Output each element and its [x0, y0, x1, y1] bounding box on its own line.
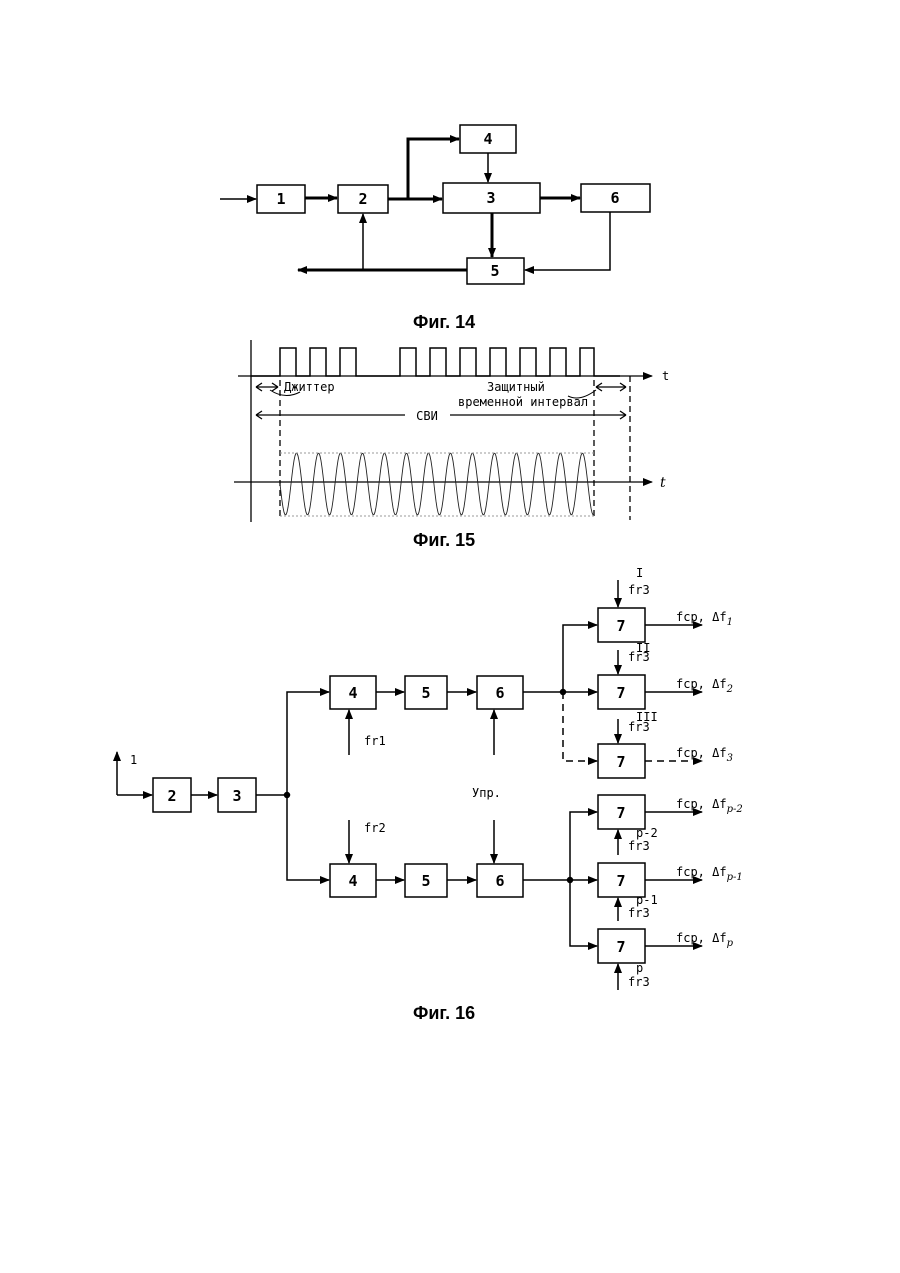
fig16-fr3-5: fr3 [628, 906, 650, 920]
fig16-label-3: 3 [232, 787, 241, 805]
fig16-fr3-6: fr3 [628, 975, 650, 989]
fig16-label-7-4: 7 [616, 804, 625, 822]
fig14-label-3: 3 [486, 189, 495, 207]
fig16-fr2-label: fr2 [364, 821, 386, 835]
fig16-label-6-top: 6 [495, 684, 504, 702]
fig16-label-4-top: 4 [348, 684, 357, 702]
fig16-branch-top [287, 692, 329, 795]
fig14-caption: Фиг. 14 [413, 312, 475, 333]
fig14-arrow-2-4 [408, 139, 459, 199]
fig16-fr3-3-mark: III [636, 710, 658, 724]
fig16-fr1-label: fr1 [364, 734, 386, 748]
fig16-label-5-top: 5 [421, 684, 430, 702]
fig15-axis-t-top-label: t [662, 369, 669, 383]
fig15-guard-label-line1: Защитный [487, 380, 545, 394]
fig16-branch-bottom [287, 795, 329, 880]
fig15-svi-arrow-right [450, 411, 626, 419]
fig14-arrow-6-5 [525, 212, 610, 270]
fig16-label-6-bottom: 6 [495, 872, 504, 890]
fig16-fr3-4: fr3 [628, 839, 650, 853]
fig16-fr3-2-mark: II [636, 641, 650, 655]
fig15-guard-arrow [596, 383, 626, 391]
fig15-jitter-arrow [256, 383, 278, 391]
fig15-pulse-train [251, 348, 620, 376]
fig16-fr3-1: fr3 [628, 583, 650, 597]
fig15-guard-label-line2: временной интервал [458, 395, 588, 409]
fig16-fr3-6-mark: p [636, 961, 643, 975]
fig14-block-labels: 1 2 3 4 5 6 [276, 130, 619, 280]
fig14-label-6: 6 [610, 189, 619, 207]
fig16-bus-bottom-up [570, 812, 597, 880]
fig14-label-1: 1 [276, 190, 285, 208]
fig16-label-7-3: 7 [616, 753, 625, 771]
fig16-label-7-5: 7 [616, 872, 625, 890]
fig16-control-label: Упр. [472, 786, 501, 800]
fig16-fr3-4-mark: p-2 [636, 826, 658, 840]
fig16-label-7-6: 7 [616, 938, 625, 956]
fig16-label-7-1: 7 [616, 617, 625, 635]
fig16-bus-top-up [563, 625, 597, 692]
fig16-label-7-2: 7 [616, 684, 625, 702]
fig16-label-5-bottom: 5 [421, 872, 430, 890]
fig15-jitter-label: Джиттер [284, 380, 335, 394]
fig16-label-2: 2 [167, 787, 176, 805]
fig16-fr3-1-mark: I [636, 566, 643, 580]
fig14-label-5: 5 [490, 262, 499, 280]
fig15-axis-t-bottom-label: t [660, 475, 666, 491]
fig15-carrier-signal [280, 453, 594, 515]
fig15-svi-label: СВИ [416, 409, 438, 423]
fig16-diagram [117, 580, 702, 990]
fig16-fr3-5-mark: p-1 [636, 893, 658, 907]
fig14-label-2: 2 [358, 190, 367, 208]
fig16-input-label: 1 [130, 753, 137, 767]
fig16-label-4-bottom: 4 [348, 872, 357, 890]
fig16-bus-bottom-down [570, 880, 597, 946]
fig16-caption: Фиг. 16 [413, 1003, 475, 1024]
fig14-label-4: 4 [483, 130, 492, 148]
fig15-carrier-wave [280, 453, 594, 516]
fig15-svi-arrow-left [256, 411, 405, 419]
fig15-caption: Фиг. 15 [413, 530, 475, 551]
fig16-bus-top-dashed [563, 692, 597, 761]
